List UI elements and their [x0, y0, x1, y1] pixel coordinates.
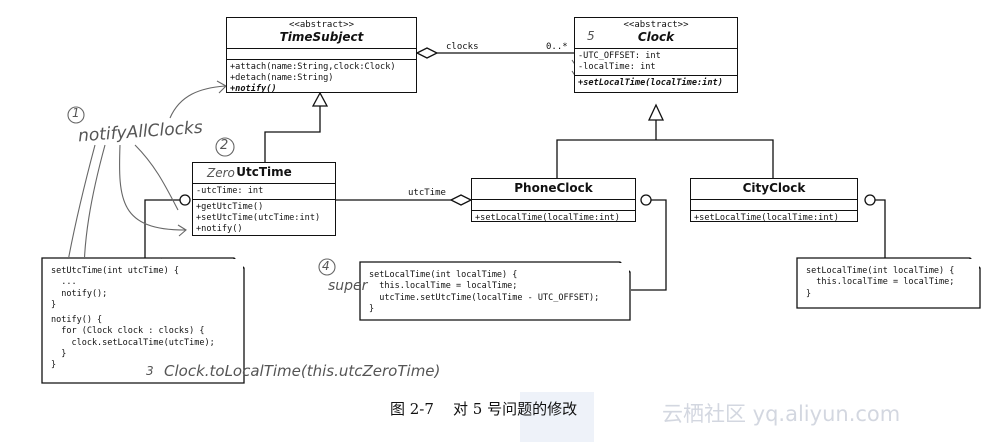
class-utctime-methods: +getUtcTime() +setUtcTime(utcTime:int) +… — [193, 200, 335, 237]
class-utctime-header: UtcTime — [193, 163, 335, 184]
annotation-2-number: 2 — [220, 138, 229, 153]
class-clock-stereotype: <<abstract>> — [623, 20, 689, 30]
class-timesubject: <<abstract>> TimeSubject +attach(name:St… — [226, 17, 417, 94]
annotation-1-arrow-note-a — [78, 144, 106, 278]
method-getutctime: +getUtcTime() — [196, 202, 264, 212]
class-cityclock: CityClock +setLocalTime(localTime:int) — [690, 178, 858, 223]
city-note-line: this.localTime = localTime; — [806, 277, 955, 288]
timesubject-inheritance-arrow — [311, 91, 329, 107]
utctime-note-line: clock.setLocalTime(utcTime); — [51, 337, 215, 348]
city-note: setLocalTime(int localTime) { this.local… — [798, 259, 979, 307]
class-timesubject-methods: +attach(name:String,clock:Clock) +detach… — [227, 60, 416, 97]
annotation-3-number: 3 — [146, 364, 154, 378]
class-utctime-attributes: -utcTime: int — [193, 184, 335, 200]
utctime-note-line: notify() { — [51, 315, 103, 326]
annotation-1-arrow-up — [169, 80, 227, 119]
utctime-aggregation-diamond — [449, 194, 473, 206]
utctime-generalization-line — [264, 106, 321, 162]
utctime-note-line: ... — [51, 277, 77, 288]
annotation-5-number: 5 — [587, 29, 595, 43]
class-timesubject-attributes — [227, 49, 416, 60]
method-notify-concrete: +notify() — [196, 224, 243, 234]
class-phoneclock-attributes — [472, 200, 635, 211]
watermark: 云栖社区 yq.aliyun.com — [662, 402, 901, 426]
city-note-line: } — [806, 288, 812, 299]
class-cityclock-name: CityClock — [742, 181, 806, 195]
method-setutctime: +setUtcTime(utcTime:int) — [196, 213, 321, 223]
class-timesubject-name: TimeSubject — [279, 30, 364, 44]
utctime-note-line: setUtcTime(int utcTime) { — [51, 266, 179, 276]
phone-note-line: utcTime.setUtcTime(localTime - UTC_OFFSE… — [369, 292, 600, 303]
utctime-note-line: } — [51, 360, 57, 371]
phone-note-connector — [631, 199, 667, 291]
class-utctime-name: UtcTime — [236, 165, 292, 179]
class-clock: <<abstract>> Clock -UTC_OFFSET: int -loc… — [574, 17, 738, 93]
annotation-1-number: 1 — [72, 106, 80, 120]
class-timesubject-header: <<abstract>> TimeSubject — [227, 18, 416, 49]
annotation-3-text: Clock.toLocalTime(this.utcZeroTime) — [164, 362, 441, 380]
watermark-band — [520, 392, 594, 442]
clocks-role-label: clocks — [446, 42, 479, 52]
class-phoneclock: PhoneClock +setLocalTime(localTime:int) — [471, 178, 636, 223]
attr-utc-offset: -UTC_OFFSET: int — [578, 51, 661, 61]
attr-utctime: -utcTime: int — [196, 186, 264, 196]
utctime-role-label: utcTime — [408, 188, 446, 198]
class-phoneclock-methods: +setLocalTime(localTime:int) — [472, 211, 635, 226]
clocks-aggregation-diamond — [415, 47, 439, 59]
class-cityclock-header: CityClock — [691, 179, 857, 200]
utctime-note-line: notify(); — [51, 288, 108, 299]
phone-note-line: setLocalTime(int localTime) { — [369, 270, 518, 280]
class-timesubject-stereotype: <<abstract>> — [288, 20, 355, 30]
annotation-1-arrow-note-c — [134, 144, 179, 211]
method-attach: +attach(name:String,clock:Clock) — [230, 62, 396, 72]
annotation-2-text: Zero — [207, 166, 235, 180]
method-notify: +notify() — [230, 84, 277, 94]
clocks-multiplicity: 0..* — [546, 42, 568, 52]
figure-caption: 图 2-7 对 5 号问题的修改 — [390, 400, 578, 418]
class-cityclock-methods: +setLocalTime(localTime:int) — [691, 211, 857, 226]
utctime-note-line: for (Clock clock : clocks) { — [51, 326, 205, 337]
clock-generalization-line — [556, 120, 774, 178]
utctime-note: setUtcTime(int utcTime) { ... notify(); … — [43, 259, 243, 382]
annotation-4-circle — [318, 258, 336, 276]
utctime-note-line: } — [51, 299, 57, 310]
annotation-2-circle — [215, 137, 235, 157]
method-detach: +detach(name:String) — [230, 73, 334, 83]
class-clock-attributes: -UTC_OFFSET: int -localTime: int — [575, 49, 737, 76]
class-clock-header: <<abstract>> Clock — [575, 18, 737, 49]
class-cityclock-attributes — [691, 200, 857, 211]
class-utctime: UtcTime -utcTime: int +getUtcTime() +set… — [192, 162, 336, 236]
method-setlocaltime-abstract: +setLocalTime(localTime:int) — [578, 78, 723, 88]
class-phoneclock-name: PhoneClock — [514, 181, 593, 195]
annotation-4-number: 4 — [322, 259, 330, 273]
phone-note-line: this.localTime = localTime; — [369, 281, 518, 292]
annotation-1-arrow-down — [119, 144, 187, 237]
city-note-line: setLocalTime(int localTime) { — [806, 266, 955, 276]
method-city-setlocaltime: +setLocalTime(localTime:int) — [694, 213, 839, 223]
city-note-connector — [875, 199, 886, 258]
phone-note-line: } — [369, 303, 375, 314]
utctime-note-connector — [144, 199, 180, 258]
annotation-1-circle — [67, 106, 85, 124]
utctime-note-line: } — [51, 349, 67, 360]
class-clock-methods: +setLocalTime(localTime:int) — [575, 76, 737, 91]
attr-localtime: -localTime: int — [578, 62, 656, 72]
phone-note: setLocalTime(int localTime) { this.local… — [361, 263, 629, 319]
utctime-note-anchor — [179, 194, 191, 206]
class-phoneclock-header: PhoneClock — [472, 179, 635, 200]
class-clock-name: Clock — [637, 30, 675, 44]
clock-inheritance-arrow — [647, 103, 665, 121]
city-note-anchor — [864, 194, 876, 206]
method-phone-setlocaltime: +setLocalTime(localTime:int) — [475, 213, 620, 223]
phone-note-anchor — [640, 194, 652, 206]
annotation-4-text: super — [328, 278, 368, 294]
